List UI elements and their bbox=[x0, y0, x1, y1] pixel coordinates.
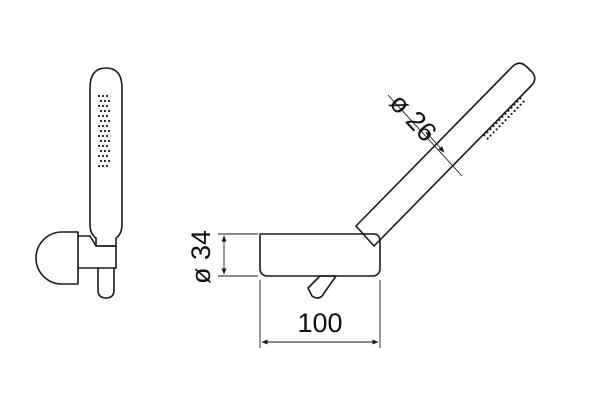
spray-dot bbox=[105, 94, 109, 98]
spray-dot bbox=[97, 94, 101, 98]
dimension-hose-diameter: ø 26 bbox=[384, 88, 463, 177]
spray-dot bbox=[105, 154, 109, 158]
side-view-wall-holder bbox=[35, 231, 79, 285]
front-view-handle bbox=[355, 62, 536, 247]
spray-dot bbox=[107, 129, 111, 133]
spray-dot bbox=[103, 159, 107, 163]
front-view-spray-dots bbox=[483, 97, 525, 140]
spray-dot bbox=[516, 106, 519, 109]
side-view-cradle bbox=[77, 235, 117, 269]
spray-dot bbox=[97, 104, 101, 108]
spray-dot bbox=[513, 109, 516, 112]
spray-dot bbox=[99, 129, 103, 133]
spray-dot bbox=[103, 119, 107, 123]
dimension-holder-diameter: ø 34 bbox=[186, 230, 258, 284]
dimension-holder-length: 100 bbox=[259, 280, 381, 348]
spray-dot bbox=[519, 97, 522, 100]
spray-dot bbox=[507, 109, 510, 112]
spray-dot bbox=[486, 137, 489, 140]
spray-dot bbox=[107, 99, 111, 103]
spray-dot bbox=[501, 122, 504, 125]
side-view-handle bbox=[89, 67, 123, 247]
spray-dot bbox=[510, 112, 513, 116]
holder-length-label: 100 bbox=[297, 308, 342, 338]
hose-diameter-label: ø 26 bbox=[384, 88, 443, 148]
spray-dot bbox=[498, 118, 501, 122]
spray-dot bbox=[510, 106, 513, 109]
front-view-hose-connector bbox=[307, 275, 337, 299]
side-view-hose-connector bbox=[97, 267, 115, 299]
spray-dot bbox=[504, 112, 507, 115]
spray-dot bbox=[504, 119, 507, 122]
spray-dot bbox=[107, 159, 111, 163]
spray-dot bbox=[101, 144, 105, 148]
spray-dot bbox=[107, 109, 111, 113]
spray-dot bbox=[107, 149, 111, 153]
spray-dot bbox=[105, 164, 109, 168]
spray-dot bbox=[99, 149, 103, 153]
spray-dot bbox=[105, 114, 109, 118]
spray-dot bbox=[507, 115, 510, 119]
spray-dot bbox=[101, 94, 105, 98]
spray-dot bbox=[103, 109, 107, 113]
spray-dot bbox=[99, 119, 103, 123]
front-view-holder bbox=[259, 233, 381, 277]
spray-dot bbox=[489, 128, 492, 131]
spray-dot bbox=[97, 114, 101, 118]
spray-dot bbox=[97, 134, 101, 138]
spray-dot bbox=[101, 124, 105, 128]
spray-dot bbox=[97, 124, 101, 128]
spray-dot bbox=[103, 149, 107, 153]
spray-dot bbox=[495, 121, 498, 125]
spray-dot bbox=[489, 134, 492, 137]
spray-dot bbox=[99, 109, 103, 113]
spray-dot bbox=[103, 99, 107, 103]
spray-dot bbox=[492, 131, 495, 134]
spray-dot bbox=[107, 119, 111, 123]
holder-diameter-label: ø 34 bbox=[186, 230, 216, 284]
spray-dot bbox=[105, 134, 109, 138]
spray-dot bbox=[522, 100, 525, 103]
spray-dot bbox=[97, 154, 101, 158]
spray-dot bbox=[498, 125, 501, 128]
spray-dot bbox=[99, 159, 103, 163]
spray-dot bbox=[97, 164, 101, 168]
spray-dot bbox=[483, 134, 486, 137]
spray-dot bbox=[103, 139, 107, 143]
spray-dot bbox=[99, 139, 103, 143]
spray-dot bbox=[513, 103, 516, 106]
side-view-spray-dots bbox=[97, 94, 111, 168]
spray-dot bbox=[486, 131, 489, 134]
spray-dot bbox=[495, 128, 498, 131]
spray-dot bbox=[101, 104, 105, 108]
spray-dot bbox=[105, 104, 109, 108]
spray-dot bbox=[101, 114, 105, 118]
spray-dot bbox=[101, 134, 105, 138]
spray-dot bbox=[492, 125, 495, 128]
spray-dot bbox=[107, 139, 111, 143]
front-view: ø 26 ø 34 100 bbox=[186, 62, 536, 348]
spray-dot bbox=[97, 144, 101, 148]
spray-dot bbox=[103, 129, 107, 133]
spray-dot bbox=[105, 144, 109, 148]
side-view bbox=[35, 67, 123, 299]
spray-dot bbox=[519, 103, 522, 106]
spray-dot bbox=[516, 100, 519, 103]
spray-dot bbox=[101, 164, 105, 168]
spray-dot bbox=[501, 115, 504, 118]
spray-dot bbox=[101, 154, 105, 158]
spray-dot bbox=[105, 124, 109, 128]
spray-dot bbox=[99, 99, 103, 103]
